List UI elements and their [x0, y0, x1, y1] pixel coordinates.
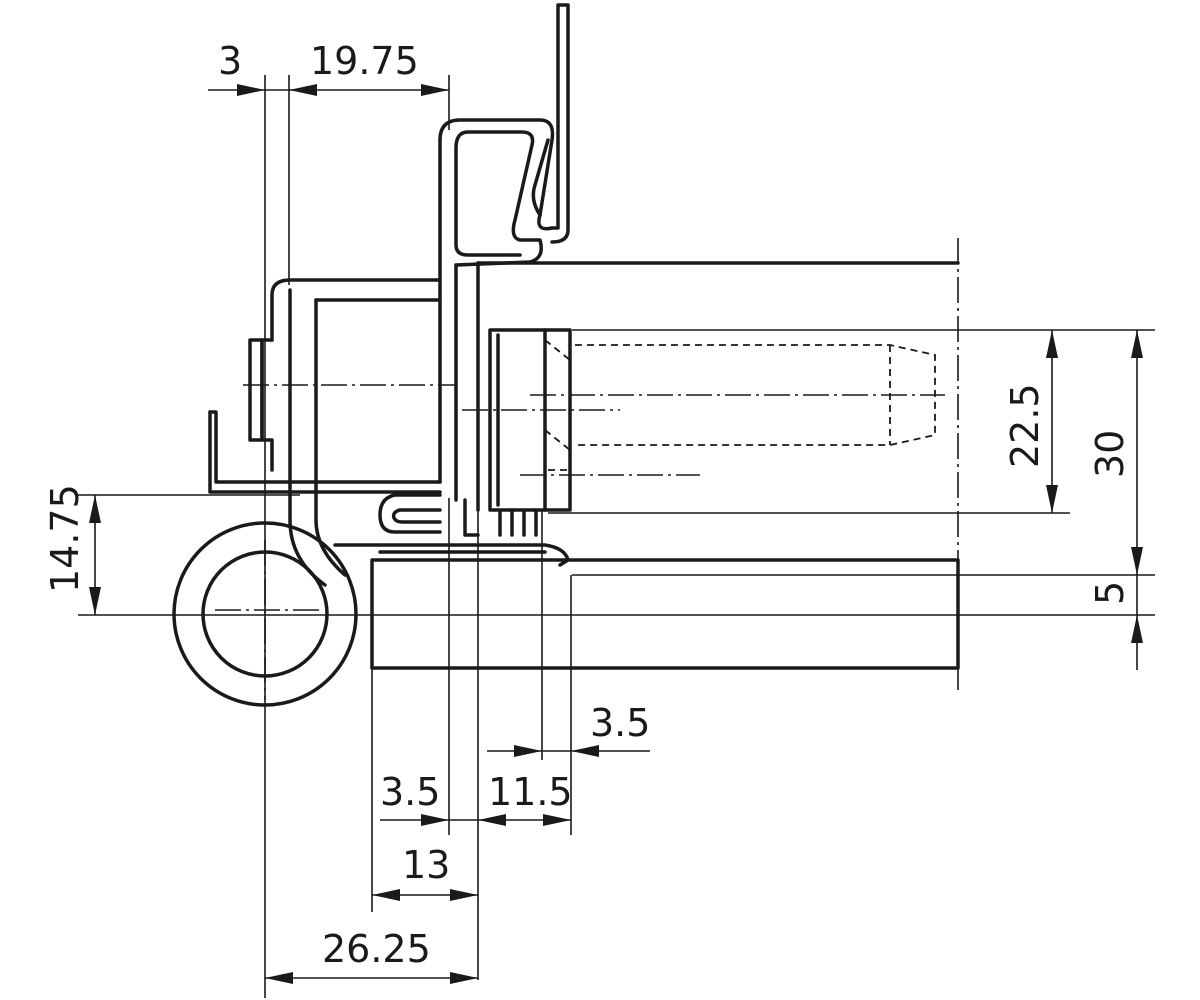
extension-lines	[78, 75, 1155, 998]
hidden-screw	[544, 339, 936, 500]
dim-bottom-3-5-left: 3.5	[380, 770, 440, 814]
dim-bottom-11-5: 11.5	[488, 770, 573, 814]
dim-right-5: 5	[1088, 581, 1132, 605]
door-panel	[370, 261, 960, 670]
dim-top-19-75: 19.75	[310, 39, 419, 83]
dimension-labels: 3 19.75 14.75 22.5 30 5 3.5 3.5 11.5 13 …	[43, 39, 1132, 971]
dim-right-30: 30	[1088, 430, 1132, 478]
dim-bottom-13: 13	[402, 843, 450, 887]
hinge-body	[172, 3, 572, 707]
dim-bottom-3-5-upper: 3.5	[590, 701, 650, 745]
dim-left-14-75: 14.75	[43, 484, 87, 593]
dim-top-3: 3	[218, 39, 242, 83]
center-lines	[215, 238, 959, 700]
dimension-lines	[89, 84, 1143, 984]
dim-bottom-26-25: 26.25	[322, 927, 431, 971]
dim-right-22-5: 22.5	[1003, 383, 1047, 468]
